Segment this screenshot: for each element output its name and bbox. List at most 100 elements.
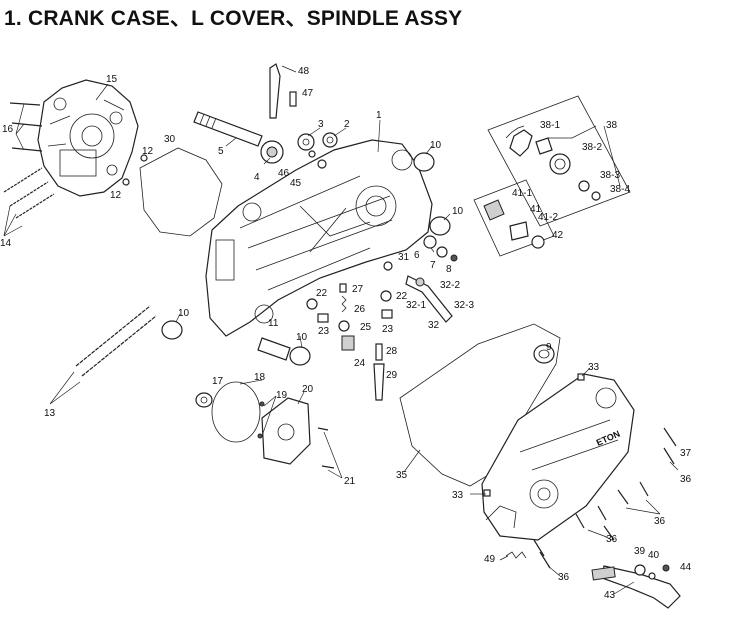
- callout-39: 39: [634, 546, 646, 557]
- ring-45: [317, 159, 327, 169]
- callout-3: 3: [318, 119, 324, 130]
- studs-14: [3, 167, 55, 219]
- bolt-22b: [380, 290, 392, 302]
- callout-32-3: 32-3: [454, 300, 474, 311]
- callout-36d: 36: [558, 572, 570, 583]
- callout-32-2: 32-2: [440, 280, 460, 291]
- callout-10a: 10: [430, 140, 442, 151]
- callout-41-2: 41-2: [538, 212, 558, 223]
- left-crankcase-half: [37, 79, 139, 197]
- bearing-4: [260, 140, 284, 164]
- callout-16: 16: [2, 124, 14, 135]
- callout-43: 43: [604, 590, 616, 601]
- bushings-10: [161, 152, 451, 366]
- bolt-12b: [122, 178, 130, 186]
- callout-44: 44: [680, 562, 692, 573]
- kick-starter-assy-38: [487, 95, 631, 227]
- callout-labels: 1 2 3 4 5 6 7 8 9 10 10 10 10 11 12 12 1…: [0, 66, 692, 601]
- callout-11: 11: [268, 318, 279, 329]
- callout-22b: 22: [396, 291, 408, 302]
- callout-47: 47: [302, 88, 314, 99]
- driven-gear-assy-41: [473, 179, 555, 257]
- dowel-33b: [483, 489, 491, 497]
- callout-46: 46: [278, 168, 290, 179]
- callout-6: 6: [414, 250, 420, 261]
- callout-5: 5: [218, 146, 224, 157]
- left-cover: ETON: [481, 373, 635, 541]
- callout-10d: 10: [296, 332, 308, 343]
- callout-49: 49: [484, 554, 496, 565]
- callout-33a: 33: [588, 362, 600, 373]
- callout-1: 1: [376, 110, 382, 121]
- callout-29: 29: [386, 370, 398, 381]
- callout-32-1: 32-1: [406, 300, 426, 311]
- callout-24: 24: [354, 358, 366, 369]
- spring-26: [341, 295, 347, 313]
- callout-21: 21: [344, 476, 356, 487]
- cover-plate-20: [261, 397, 311, 465]
- callout-13: 13: [44, 408, 56, 419]
- callout-7: 7: [430, 260, 436, 271]
- callout-33b: 33: [452, 490, 464, 501]
- callout-8: 8: [446, 264, 452, 275]
- callout-23b: 23: [382, 324, 394, 335]
- callout-15: 15: [106, 74, 118, 85]
- screw-8: [450, 254, 458, 262]
- o-ring-18: [211, 381, 261, 443]
- callout-35: 35: [396, 470, 408, 481]
- plug-23b: [381, 309, 393, 319]
- callout-10b: 10: [452, 206, 464, 217]
- clip-40: [648, 572, 656, 580]
- callout-27: 27: [352, 284, 364, 295]
- callout-9: 9: [546, 342, 552, 353]
- bolt-44: [662, 564, 670, 572]
- washer-42: [531, 235, 545, 249]
- spring-49: [505, 551, 527, 559]
- callout-18: 18: [254, 372, 266, 383]
- callout-38-3: 38-3: [600, 170, 620, 181]
- seal-17: [195, 392, 213, 408]
- seal-9: [533, 344, 555, 364]
- seal-2: [322, 132, 338, 148]
- pin-46: [308, 150, 316, 158]
- rod-28: [375, 343, 383, 361]
- plug-23a: [317, 313, 329, 323]
- shaft-29: [373, 363, 385, 401]
- bolt-24: [341, 335, 355, 351]
- callout-38-1: 38-1: [540, 120, 560, 131]
- main-crankcase: [205, 139, 433, 337]
- washer-39: [634, 564, 646, 576]
- callout-48: 48: [298, 66, 310, 77]
- callout-37: 37: [680, 448, 692, 459]
- breather-tube: [269, 63, 281, 119]
- callout-17: 17: [212, 376, 224, 387]
- callout-2: 2: [344, 119, 350, 130]
- bearing-3: [297, 133, 315, 151]
- callout-25: 25: [360, 322, 372, 333]
- leader-lines: [3, 83, 679, 595]
- callout-41-1: 41-1: [512, 188, 532, 199]
- callout-14: 14: [0, 238, 12, 249]
- callout-38-4: 38-4: [610, 184, 630, 195]
- callout-19: 19: [276, 390, 288, 401]
- crankcase-gasket: [139, 147, 223, 237]
- callout-40: 40: [648, 550, 660, 561]
- cover-bolts: [533, 427, 677, 569]
- callout-10c: 10: [178, 308, 190, 319]
- callout-38-2: 38-2: [582, 142, 602, 153]
- callout-12b: 12: [110, 190, 122, 201]
- bolts-21: [317, 427, 335, 469]
- callout-36c: 36: [606, 534, 618, 545]
- nut-7: [436, 246, 448, 258]
- callout-20: 20: [302, 384, 314, 395]
- kick-lever-32: [405, 275, 453, 323]
- callout-32: 32: [428, 320, 440, 331]
- pin-27: [339, 283, 347, 293]
- callout-26: 26: [354, 304, 366, 315]
- long-bolts-13: [75, 305, 157, 377]
- callout-42: 42: [552, 230, 564, 241]
- callout-45: 45: [290, 178, 302, 189]
- dowel-33a: [577, 373, 585, 381]
- seal-31: [383, 261, 393, 271]
